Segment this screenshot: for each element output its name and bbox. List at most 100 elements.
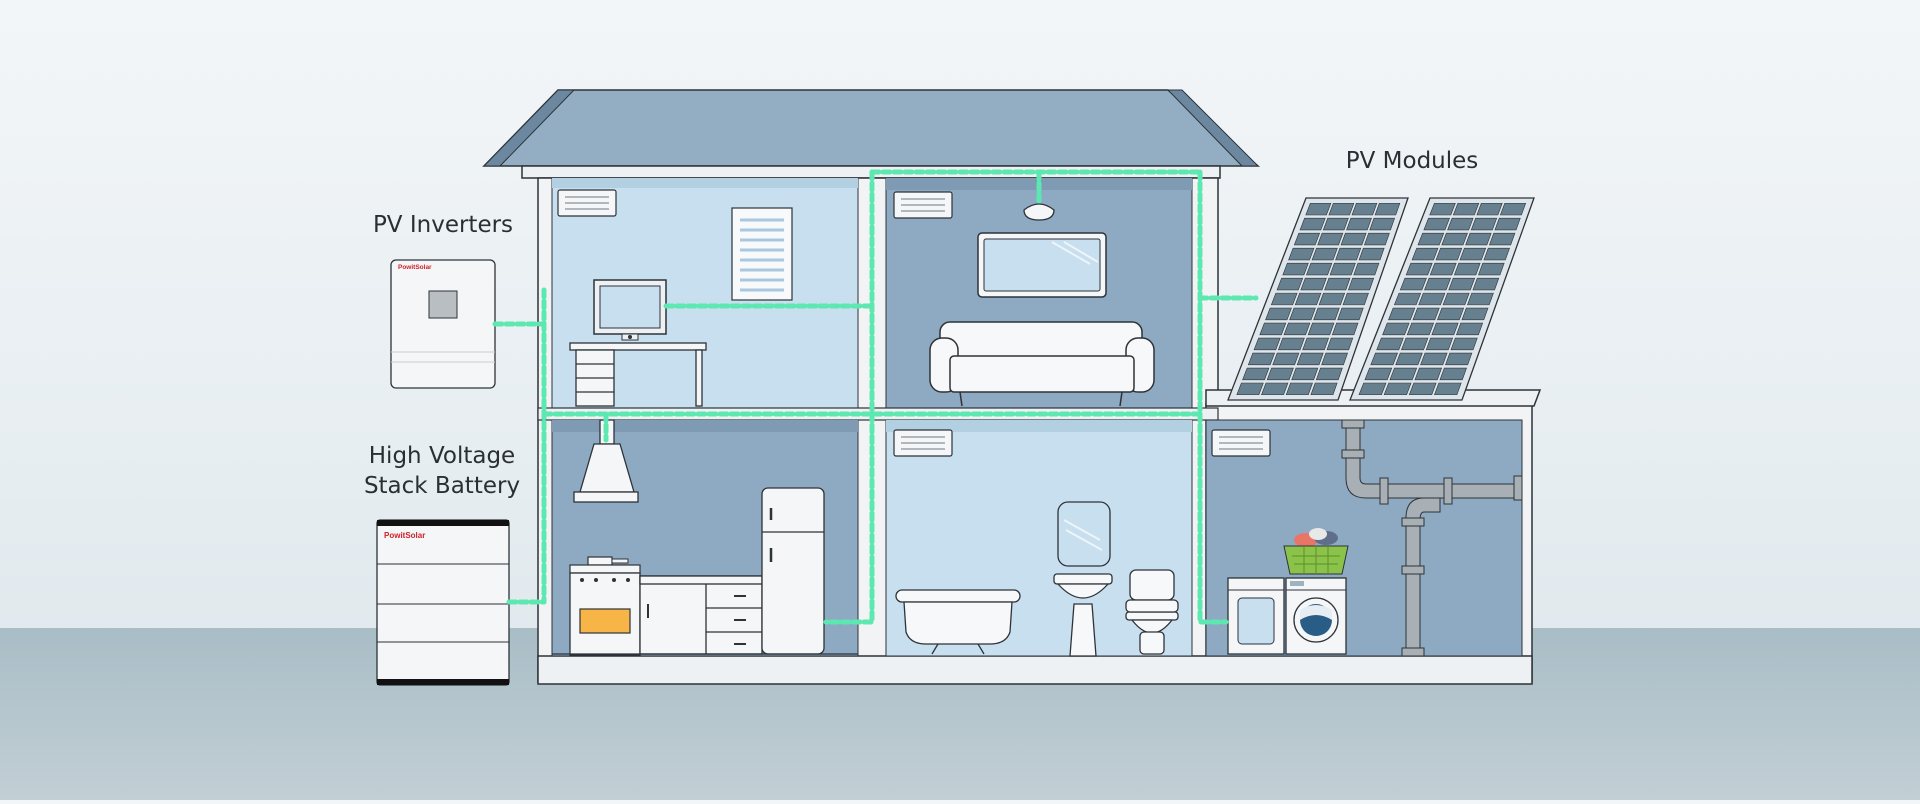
label-battery-line2: Stack Battery bbox=[363, 473, 521, 499]
solar-cell bbox=[1311, 247, 1338, 261]
solar-cell bbox=[1331, 322, 1359, 336]
solar-cell bbox=[1326, 337, 1354, 351]
label-pv-inverters: PV Inverters bbox=[372, 212, 514, 238]
solar-cell bbox=[1456, 322, 1484, 336]
solar-cell bbox=[1270, 292, 1298, 306]
kitchen-cabinet bbox=[639, 575, 763, 655]
label-battery-line1: High Voltage bbox=[368, 443, 516, 469]
pipe-icon bbox=[1341, 419, 1523, 657]
solar-cell bbox=[1450, 337, 1478, 351]
solar-cell bbox=[1437, 307, 1465, 321]
solar-cell bbox=[1431, 322, 1459, 336]
solar-cell bbox=[1242, 367, 1270, 381]
solar-cell bbox=[1418, 292, 1446, 306]
solar-cell bbox=[1346, 217, 1372, 231]
label-battery: High Voltage Stack Battery bbox=[352, 441, 532, 501]
solar-cell bbox=[1351, 202, 1378, 216]
solar-cell bbox=[1276, 277, 1304, 291]
solar-cell bbox=[1247, 352, 1276, 366]
mirror-icon bbox=[1057, 501, 1111, 567]
solar-cell bbox=[1395, 352, 1423, 366]
solar-cell bbox=[1285, 382, 1313, 396]
solar-cell bbox=[1261, 382, 1289, 396]
solar-panel-2 bbox=[1349, 197, 1535, 401]
battery-brand: PowitSolar bbox=[384, 531, 425, 540]
solar-cell bbox=[1467, 292, 1494, 306]
solar-cell bbox=[1442, 292, 1470, 306]
solar-cell bbox=[1310, 382, 1338, 396]
solar-cell bbox=[1461, 307, 1489, 321]
solar-cell bbox=[1476, 202, 1503, 216]
solar-cell bbox=[1294, 292, 1322, 306]
solar-cell bbox=[1236, 382, 1264, 396]
solar-cell bbox=[1322, 217, 1349, 231]
solar-cell bbox=[1412, 307, 1440, 321]
solar-cell bbox=[1429, 202, 1456, 216]
solar-cell bbox=[1447, 217, 1474, 231]
solar-cell bbox=[1288, 247, 1315, 261]
label-pv-modules: PV Modules bbox=[1345, 148, 1479, 174]
solar-cell bbox=[1414, 367, 1443, 381]
solar-cell bbox=[1318, 292, 1346, 306]
solar-cell bbox=[1411, 247, 1439, 261]
inverter-icon: PowitSolar bbox=[390, 259, 496, 389]
solar-cell bbox=[1358, 382, 1387, 396]
roof bbox=[482, 89, 1261, 179]
solar-cell bbox=[1453, 262, 1481, 276]
solar-cell bbox=[1364, 367, 1393, 381]
solar-cell bbox=[1283, 322, 1311, 336]
range-hood-icon bbox=[573, 419, 639, 503]
solar-cell bbox=[1452, 202, 1480, 216]
solar-cell bbox=[1401, 337, 1429, 351]
computer-icon bbox=[593, 279, 667, 341]
solar-cell bbox=[1374, 202, 1401, 216]
solar-cell bbox=[1472, 277, 1500, 291]
solar-cell bbox=[1434, 382, 1462, 396]
solar-cell bbox=[1425, 337, 1454, 351]
solar-cell bbox=[1376, 337, 1404, 351]
solar-cell bbox=[1296, 352, 1324, 366]
solar-cell bbox=[1272, 352, 1300, 366]
solar-cell bbox=[1441, 232, 1468, 246]
solar-cell bbox=[1337, 307, 1364, 321]
solar-cell bbox=[1307, 322, 1335, 336]
solar-cell bbox=[1445, 352, 1473, 366]
solar-cell bbox=[1382, 322, 1410, 336]
solar-cell bbox=[1289, 307, 1316, 321]
solar-cell bbox=[1299, 217, 1326, 231]
solar-cell bbox=[1423, 217, 1450, 231]
solar-cell bbox=[1488, 232, 1516, 246]
solar-cell bbox=[1420, 352, 1448, 366]
energy-wires bbox=[492, 169, 1259, 625]
solar-cell bbox=[1347, 277, 1375, 291]
solar-cell bbox=[1483, 247, 1510, 261]
solar-cell bbox=[1291, 367, 1319, 381]
solar-cell bbox=[1300, 277, 1327, 291]
fridge-icon bbox=[761, 487, 825, 655]
solar-cell bbox=[1399, 277, 1427, 291]
solar-cell bbox=[1417, 232, 1445, 246]
solar-cell bbox=[1259, 322, 1287, 336]
sink-icon bbox=[1053, 573, 1113, 657]
inverter-brand: PowitSolar bbox=[398, 264, 432, 271]
solar-cell bbox=[1358, 247, 1385, 261]
solar-cell bbox=[1429, 262, 1457, 276]
solar-cell bbox=[1363, 232, 1390, 246]
solar-cell bbox=[1448, 277, 1476, 291]
solar-cell bbox=[1277, 337, 1305, 351]
solar-cell bbox=[1266, 367, 1294, 381]
solar-cell bbox=[1494, 217, 1521, 231]
laundry-basket-icon bbox=[1283, 528, 1349, 575]
bathtub-icon bbox=[895, 589, 1021, 655]
solar-cell bbox=[1388, 307, 1416, 321]
solar-cell bbox=[1305, 202, 1332, 216]
solar-cell bbox=[1499, 202, 1527, 216]
solar-cell bbox=[1405, 262, 1433, 276]
solar-cell bbox=[1306, 262, 1333, 276]
solar-cell bbox=[1315, 367, 1343, 381]
solar-cell bbox=[1335, 247, 1362, 261]
toilet-icon bbox=[1125, 569, 1179, 655]
solar-cell bbox=[1342, 292, 1369, 306]
solar-cell bbox=[1459, 247, 1487, 261]
